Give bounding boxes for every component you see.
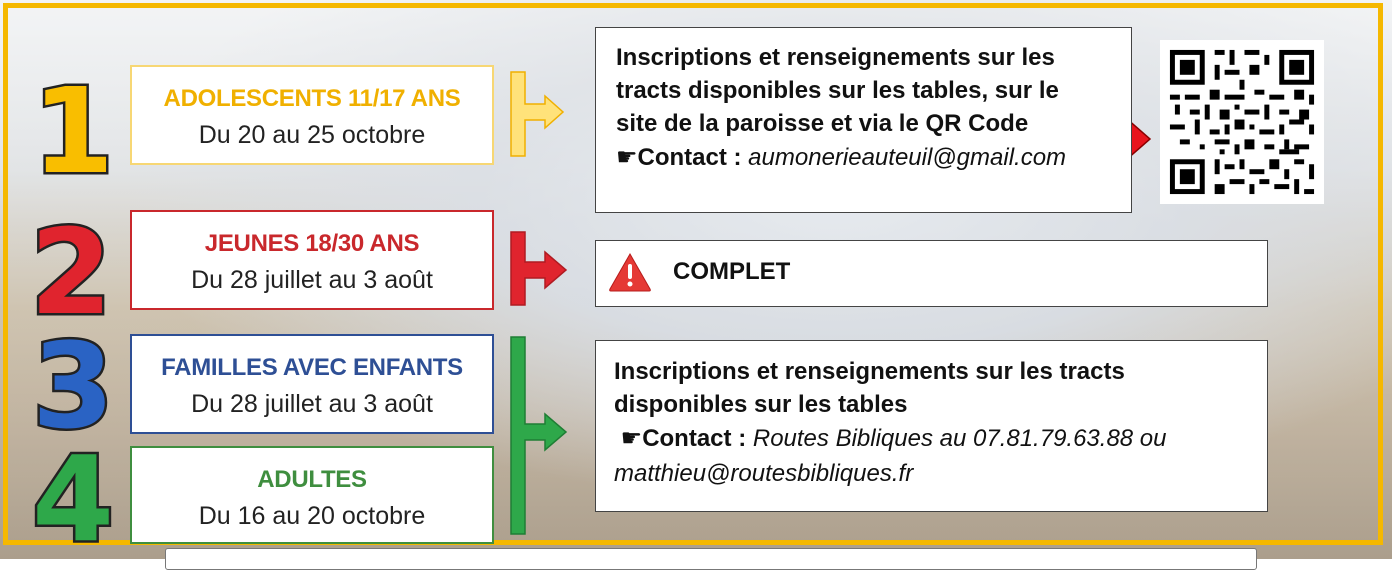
qr-code[interactable] xyxy=(1160,40,1324,204)
group-dates: Du 28 juillet au 3 août xyxy=(191,390,433,418)
info-box-familles-adultes: Inscriptions et renseignements sur les t… xyxy=(595,340,1268,512)
contact-label: Contact : xyxy=(642,425,747,452)
group-title: ADULTES xyxy=(257,466,367,493)
contact-line: ☛Contact : Routes Bibliques au 07.81.79.… xyxy=(614,421,1267,456)
group-box-4: ADULTES Du 16 au 20 octobre xyxy=(130,446,494,544)
pointing-hand-icon: ☛ xyxy=(616,144,638,171)
info-line: Inscriptions et renseignements sur les xyxy=(616,44,1055,71)
group-number-2: 2 xyxy=(27,203,114,341)
group-box-2: JEUNES 18/30 ANS Du 28 juillet au 3 août xyxy=(130,210,494,310)
connector-yellow-arrow xyxy=(510,71,565,157)
group-title: FAMILLES AVEC ENFANTS xyxy=(161,354,463,381)
group-number-4: 4 xyxy=(29,430,116,568)
info-box-jeunes: COMPLET xyxy=(595,240,1268,307)
group-title: JEUNES 18/30 ANS xyxy=(204,230,420,257)
warning-icon xyxy=(609,252,651,292)
info-line: Inscriptions et renseignements sur les t… xyxy=(614,358,1125,385)
contact-line: ☛Contact : aumonerieauteuil@gmail.com xyxy=(616,140,1131,175)
group-box-1: ADOLESCENTS 11/17 ANS Du 20 au 25 octobr… xyxy=(130,65,494,165)
group-dates: Du 28 juillet au 3 août xyxy=(191,266,433,294)
contact-line: matthieu@routesbibliques.fr xyxy=(614,456,1267,491)
contact-phone: Routes Bibliques au 07.81.79.63.88 ou xyxy=(746,425,1167,452)
info-line: disponibles sur les tables xyxy=(614,391,908,418)
connector-green-arrow xyxy=(510,336,568,535)
bottom-panel-edge xyxy=(165,548,1257,570)
pointing-hand-icon: ☛ xyxy=(620,425,643,452)
connector-red-arrow xyxy=(510,231,568,306)
contact-label: Contact : xyxy=(637,144,742,171)
contact-email-link[interactable]: aumonerieauteuil@gmail.com xyxy=(741,144,1067,171)
info-box-adolescents: Inscriptions et renseignements sur les t… xyxy=(595,27,1132,213)
group-dates: Du 16 au 20 octobre xyxy=(198,502,426,530)
group-dates: Du 20 au 25 octobre xyxy=(198,121,426,149)
contact-email-link[interactable]: matthieu@routesbibliques.fr xyxy=(614,460,914,487)
outer-frame xyxy=(3,3,1383,545)
qr-code-icon xyxy=(1160,40,1324,204)
group-title: ADOLESCENTS 11/17 ANS xyxy=(163,85,461,112)
status-complet: COMPLET xyxy=(673,258,791,285)
info-line: site de la paroisse et via le QR Code xyxy=(616,110,1029,137)
info-line: tracts disponibles sur les tables, sur l… xyxy=(616,77,1059,104)
group-box-3: FAMILLES AVEC ENFANTS Du 28 juillet au 3… xyxy=(130,334,494,434)
group-number-3: 3 xyxy=(29,317,116,455)
group-number-1: 1 xyxy=(29,62,116,200)
